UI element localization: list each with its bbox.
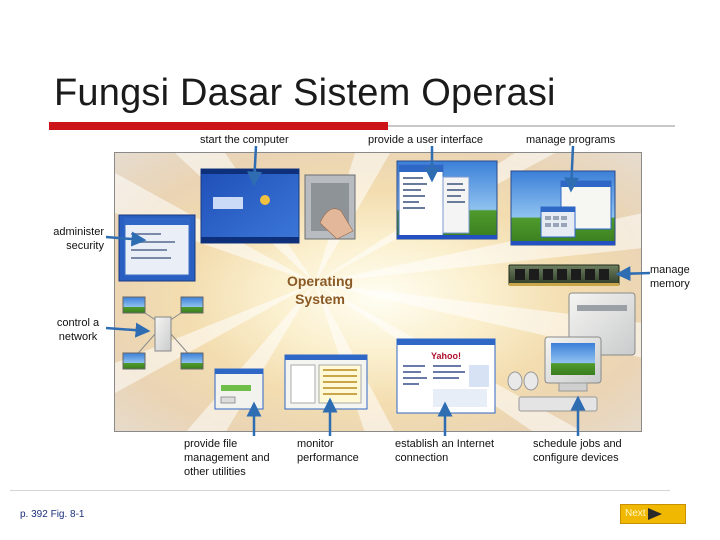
next-button[interactable]: Next (620, 504, 686, 524)
user-interface-illustration (396, 160, 498, 240)
figure-illustration: Operating System (115, 153, 641, 431)
label-file-management: provide file management and other utilit… (184, 437, 270, 479)
label-manage-programs: manage programs (526, 134, 616, 146)
title-rule-grey (388, 125, 675, 127)
footer-rule (10, 490, 670, 491)
next-button-label: Next (625, 508, 646, 519)
label-internet-line2: connection (395, 452, 449, 464)
label-start-computer: start the computer (200, 134, 289, 146)
label-manage-memory-line1: manage (650, 264, 690, 276)
label-user-interface: provide a user interface (368, 134, 483, 146)
label-internet-connection: establish an Internet connection (395, 437, 494, 465)
label-administer-security: administer security (40, 225, 104, 253)
manage-programs-illustration (510, 170, 616, 246)
administer-security-illustration (118, 214, 196, 282)
label-internet-line1: establish an Internet (395, 438, 495, 450)
yahoo-logo: Yahoo! (431, 351, 461, 361)
label-schedule-jobs: schedule jobs and configure devices (533, 437, 622, 465)
label-schedule-jobs-line1: schedule jobs and (533, 438, 622, 450)
label-file-management-line1: provide file (184, 438, 238, 450)
operating-system-label: Operating System (287, 273, 353, 307)
slide-title: Fungsi Dasar Sistem Operasi (54, 72, 556, 114)
play-arrow-icon (648, 508, 662, 520)
monitor-performance-illustration (284, 354, 368, 410)
manage-memory-illustration (508, 264, 620, 286)
label-file-management-line2: management and (184, 452, 270, 464)
start-computer-illustration (200, 168, 356, 244)
network-devices (122, 296, 204, 370)
label-manage-memory: manage memory (650, 263, 690, 291)
internet-illustration: Yahoo! (396, 338, 496, 414)
file-management-illustration (214, 368, 264, 410)
label-schedule-jobs-line2: configure devices (533, 452, 619, 464)
os-label-line2: System (295, 291, 345, 307)
label-control-network: control a network (52, 316, 104, 344)
label-monitor-performance: monitor performance (297, 437, 359, 465)
figure-reference: p. 392 Fig. 8-1 (20, 509, 85, 520)
label-file-management-line3: other utilities (184, 466, 246, 478)
label-control-network-line1: control a (56, 317, 100, 329)
label-control-network-line2: network (58, 331, 98, 343)
os-label-line1: Operating (287, 273, 353, 289)
title-rule-red (49, 122, 388, 130)
label-administer-security-line2: security (66, 240, 104, 252)
label-administer-security-line1: administer (53, 226, 104, 238)
label-manage-memory-line2: memory (650, 278, 690, 290)
os-functions-figure: Operating System (114, 152, 642, 432)
label-monitor-performance-line1: monitor (297, 438, 334, 450)
label-monitor-performance-line2: performance (297, 452, 359, 464)
